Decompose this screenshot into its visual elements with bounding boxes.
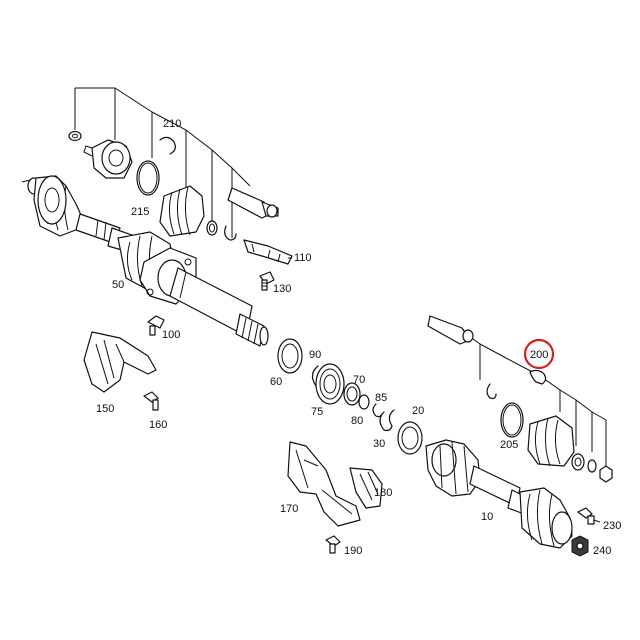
- bolt-100-icon: [147, 315, 165, 336]
- circlip-30-icon: [379, 411, 393, 432]
- callout-labels: 10 20 30 50 60 70 75 80 85 90 100 110 13…: [96, 118, 621, 557]
- callout-80: 80: [351, 415, 363, 427]
- bolt-230-icon: [577, 507, 601, 525]
- bracket-110-icon: [243, 239, 293, 265]
- lower-drive-shaft-assembly: [425, 315, 613, 557]
- callout-85: 85: [375, 392, 387, 404]
- inner-tripod-joint-icon: [425, 439, 481, 497]
- circlip-85-icon: [372, 403, 383, 418]
- callout-180: 180: [374, 487, 392, 499]
- callout-170: 170: [280, 503, 298, 515]
- bearing-set: [277, 338, 423, 455]
- highlight-circle-200: [523, 338, 555, 370]
- snap-ring-210-icon: [159, 136, 176, 155]
- callout-70: 70: [353, 374, 365, 386]
- callout-100: 100: [162, 329, 180, 341]
- boot-lower-icon: [527, 415, 575, 467]
- drive-shaft-10-icon: [469, 465, 573, 549]
- boot-215-icon: [159, 185, 205, 237]
- bolt-160-icon: [143, 391, 159, 411]
- callout-160: 160: [149, 419, 167, 431]
- outer-cv-joint-icon: [21, 175, 87, 237]
- upper-drive-shaft-assembly: [21, 87, 293, 411]
- callout-190: 190: [344, 545, 362, 557]
- callout-205: 205: [500, 439, 518, 451]
- callout-240: 240: [593, 545, 611, 557]
- nut-icon: [68, 130, 82, 142]
- small-clamp-lower-icon: [571, 453, 585, 471]
- drive-shaft-50-icon: [75, 213, 269, 347]
- nut-240-icon: [571, 535, 589, 557]
- callout-110: 110: [294, 252, 312, 264]
- bolt-190-icon: [325, 535, 341, 554]
- callout-30: 30: [373, 438, 385, 450]
- callout-20: 20: [412, 405, 424, 417]
- grease-tube-lower-icon: [427, 315, 474, 345]
- hook-clip-icon: [224, 225, 237, 241]
- clamp-ring-215-icon: [136, 160, 160, 196]
- callout-60: 60: [270, 376, 282, 388]
- inner-joint-housing-icon: [83, 139, 133, 179]
- callout-130: 130: [273, 283, 291, 295]
- callout-10: 10: [481, 511, 493, 523]
- ring-lower-icon: [587, 459, 597, 473]
- bracket-180-icon: [349, 467, 383, 509]
- ring-70-icon: [343, 382, 361, 406]
- bolt-130-icon: [259, 271, 275, 291]
- callout-230: 230: [603, 520, 621, 532]
- callout-215: 215: [131, 206, 149, 218]
- seal-20-icon: [397, 421, 423, 455]
- small-clamp-icon: [206, 220, 218, 236]
- snap-ring-200-icon: [529, 369, 547, 385]
- nut-lower-icon: [599, 465, 613, 483]
- retaining-ring-icon: [388, 409, 395, 427]
- callout-50: 50: [112, 279, 124, 291]
- callout-90: 90: [309, 349, 321, 361]
- lower-brackets: [287, 441, 383, 554]
- clamp-ring-205-icon: [500, 402, 524, 438]
- bearing-75-icon: [315, 363, 345, 405]
- heat-shield-150-icon: [83, 331, 157, 393]
- callout-200: 200: [530, 349, 548, 361]
- shield-170-icon: [287, 441, 361, 527]
- ring-80-icon: [358, 394, 370, 410]
- hook-clip-lower-icon: [486, 383, 497, 400]
- seal-60-icon: [277, 338, 303, 374]
- callout-75: 75: [311, 406, 323, 418]
- callout-210: 210: [163, 118, 181, 130]
- grease-tube-icon: [227, 187, 279, 219]
- callout-150: 150: [96, 403, 114, 415]
